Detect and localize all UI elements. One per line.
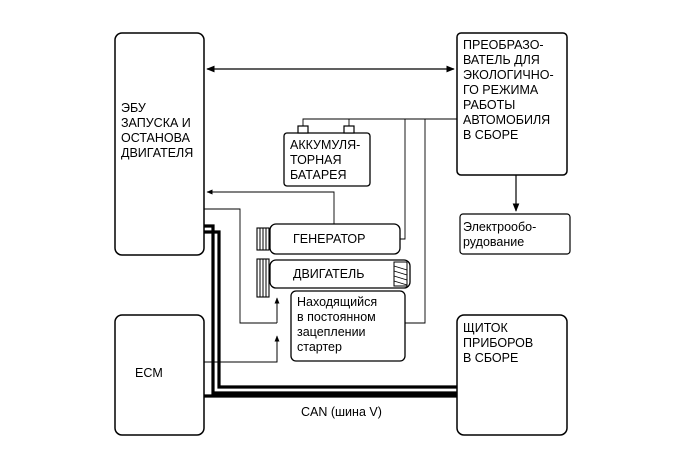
instrument-cluster-label: ЩИТОК ПРИБОРОВ В СБОРЕ <box>463 321 534 365</box>
engine-label: ДВИГАТЕЛЬ <box>293 267 365 281</box>
converter-to-generator-wiring <box>400 119 426 324</box>
battery-wiring <box>302 118 457 126</box>
starter-label: Находящийся в постоянном зацеплении стар… <box>297 295 378 354</box>
electrical-equipment-box <box>459 213 571 255</box>
ecm-label: ECM <box>135 366 163 380</box>
generator-label: ГЕНЕРАТОР <box>293 232 366 246</box>
instrument-cluster-box <box>456 314 568 436</box>
can-bus <box>204 224 457 398</box>
generator-symbol <box>256 223 401 255</box>
converter-label: ПРЕОБРАЗО- ВАТЕЛЬ ДЛЯ ЭКОЛОГИЧНО- ГО РЕЖ… <box>463 38 554 142</box>
engine-symbol <box>256 258 411 298</box>
ecu-start-stop-label: ЭБУ ЗАПУСКА И ОСТАНОВА ДВИГАТЕЛЯ <box>121 101 194 160</box>
ecm-box <box>114 314 205 436</box>
converter-box <box>456 32 568 176</box>
ecu-start-stop-box <box>114 32 205 256</box>
can-bus-label: CAN (шина V) <box>301 405 382 419</box>
starter-symbol <box>290 290 406 362</box>
electrical-equipment-label: Электрообо- рудование <box>463 220 537 249</box>
battery-symbol <box>283 125 371 187</box>
battery-label: АККУМУЛЯ- ТОРНАЯ БАТАРЕЯ <box>290 138 361 182</box>
